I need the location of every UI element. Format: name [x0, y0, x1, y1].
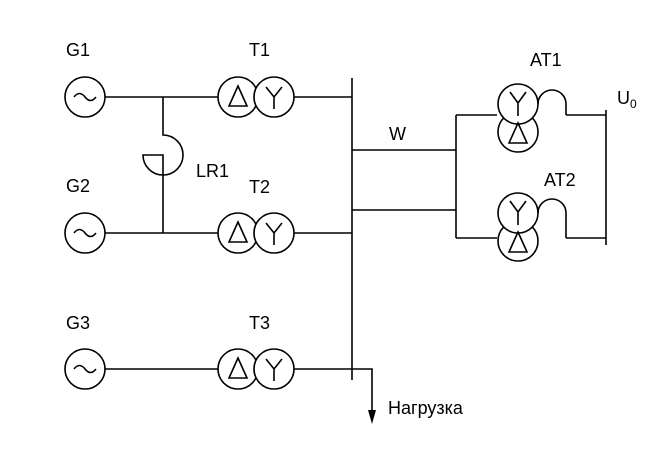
wye-symbol-t2 — [265, 222, 283, 245]
label-at1: AT1 — [530, 50, 562, 70]
label-u-sub: 0 — [630, 97, 637, 111]
label-g2: G2 — [66, 176, 90, 196]
autotransformer-arc-at2 — [537, 198, 567, 238]
autotransformer-at2 — [497, 192, 567, 262]
label-t2: T2 — [249, 177, 270, 197]
autotransformer-at1 — [497, 83, 567, 153]
delta-symbol-t2 — [227, 220, 249, 243]
label-at2: AT2 — [544, 170, 576, 190]
label-t3: T3 — [249, 313, 270, 333]
generator-g3 — [64, 348, 106, 390]
wye-symbol-at1 — [509, 91, 527, 116]
label-load: Нагрузка — [388, 398, 464, 418]
label-g1: G1 — [66, 40, 90, 60]
transformer-t3 — [217, 348, 295, 390]
delta-symbol-at2 — [507, 230, 529, 253]
transformer-t2 — [217, 212, 295, 254]
sine-symbol-g3 — [73, 364, 97, 374]
label-t1: T1 — [249, 40, 270, 60]
delta-symbol-t3 — [227, 356, 249, 379]
wye-symbol-at2 — [509, 200, 527, 225]
transformer-t1 — [217, 76, 295, 118]
label-lr1: LR1 — [196, 161, 229, 181]
label-g3: G3 — [66, 313, 90, 333]
delta-symbol-t1 — [227, 84, 249, 107]
wye-symbol-t1 — [265, 86, 283, 109]
generator-g2 — [64, 212, 106, 254]
wye-symbol-t3 — [265, 358, 283, 381]
sine-symbol-g1 — [73, 92, 97, 102]
load-feeder — [352, 368, 373, 412]
label-w: W — [389, 124, 406, 144]
load-arrow-icon — [368, 410, 376, 424]
label-u-main: U — [617, 88, 630, 108]
label-u0: U0 — [617, 88, 637, 111]
delta-symbol-at1 — [507, 121, 529, 144]
autotransformer-arc-at1 — [537, 89, 567, 115]
reactor-lr1 — [142, 97, 184, 233]
sine-symbol-g2 — [73, 228, 97, 238]
generator-g1 — [64, 76, 106, 118]
